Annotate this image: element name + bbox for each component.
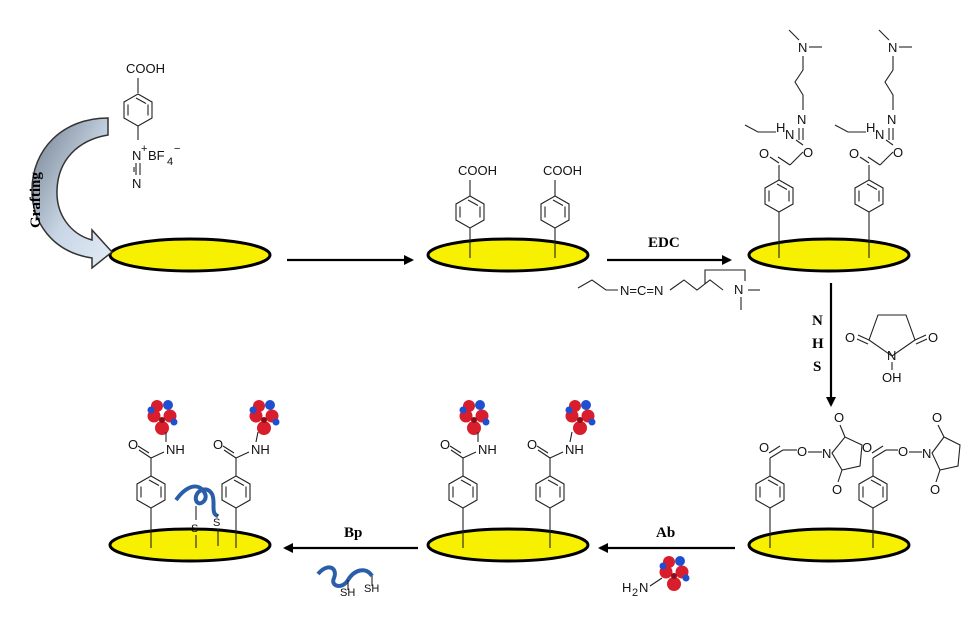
o-label: O (845, 330, 855, 345)
electrode-biotin-blocked (108, 527, 272, 563)
o-label: O (128, 437, 138, 452)
cooh-label: COOH (126, 61, 165, 76)
antibody-icon (459, 400, 490, 435)
electrode-antibody (426, 527, 590, 563)
o-label: O (759, 440, 769, 455)
n-label: N (798, 40, 807, 55)
o-label: O (893, 145, 903, 160)
h-label: H (866, 120, 875, 135)
nhs-structure: O O N OH (845, 314, 938, 385)
sh-label: SH (364, 583, 379, 595)
o-acylisourea-left: N N H N O O (744, 29, 822, 258)
bp-label: Bp (344, 525, 362, 541)
o-label: O (930, 482, 940, 497)
h2n-n-label: N (639, 580, 648, 595)
o-label: O (928, 330, 938, 345)
carboxyl-layer: COOH COOH (455, 163, 582, 258)
n-label: N (887, 348, 896, 363)
antibody-reagent: H 2 N (622, 556, 690, 599)
antibody-icon (659, 556, 690, 591)
n-label: N (875, 127, 884, 142)
nh-label: NH (251, 442, 270, 457)
biotin-chain (174, 484, 219, 518)
o-label: O (440, 437, 450, 452)
o-label: O (797, 444, 807, 459)
o-label: O (849, 146, 859, 161)
nhs-ester-left: O O N O O (755, 410, 863, 548)
n-label: N (822, 446, 831, 461)
electrode-carboxyl (426, 237, 590, 273)
o-label: O (832, 482, 842, 497)
terminal-n-label: N (132, 176, 141, 191)
electrode-nhs-ester (747, 527, 911, 563)
nhs-ester-right: O O N O O (858, 410, 961, 548)
o-label: O (213, 437, 223, 452)
o-label: O (803, 145, 813, 160)
antibody-icon (249, 400, 280, 435)
bf4-superscript: − (174, 143, 180, 155)
biotin-reagent: SH SH (316, 565, 379, 599)
grafting-label: Grafting (28, 172, 44, 228)
final-layer: NH O NH O S S (128, 400, 280, 548)
o-label: O (527, 437, 537, 452)
h-label: H (776, 120, 785, 135)
grafting-arrow (31, 117, 114, 270)
nh-label: NH (565, 442, 584, 457)
nhs-label-s: S (813, 359, 821, 375)
n-label: N (887, 112, 896, 127)
h2n-label: H (622, 580, 631, 595)
bf4-label: BF (148, 148, 165, 163)
s-label: S (213, 517, 220, 529)
nhs-label-n: N (812, 313, 823, 329)
o-label: O (759, 146, 769, 161)
n-label: N (922, 446, 931, 461)
oh-label: OH (882, 370, 902, 385)
diazonium-n-label: N (132, 148, 141, 163)
n-label: N (888, 40, 897, 55)
edc-structure: N=C=N N (577, 269, 760, 310)
sh-label: SH (340, 587, 355, 599)
nhs-label-h: H (812, 336, 824, 352)
o-label: O (834, 410, 844, 425)
nh-label: NH (166, 442, 185, 457)
antibody-layer: NH O NH O (440, 400, 596, 548)
h2n-subscript: 2 (632, 587, 638, 599)
diazonium-salt: COOH N + BF 4 − N (123, 61, 180, 191)
o-label: O (862, 440, 872, 455)
o-label: O (898, 444, 908, 459)
n-label: N (785, 127, 794, 142)
n-label: N (797, 112, 806, 127)
bf4-subscript: 4 (167, 156, 173, 168)
edc-n-label: N (734, 282, 743, 297)
nh-label: NH (478, 442, 497, 457)
o-acylisourea-right: N N H N O O (834, 29, 912, 258)
antibody-icon (147, 400, 178, 435)
electrode-edc-activated (747, 237, 911, 273)
edc-label: EDC (648, 235, 680, 251)
diazonium-plus-label: + (141, 143, 147, 155)
edc-formula: N=C=N (620, 283, 663, 298)
cooh-label: COOH (543, 163, 582, 178)
o-label: O (932, 410, 942, 425)
s-label: S (191, 523, 198, 535)
ab-label: Ab (656, 525, 675, 541)
antibody-icon (565, 400, 596, 435)
cooh-label: COOH (458, 163, 497, 178)
electrode-bare (108, 237, 272, 273)
